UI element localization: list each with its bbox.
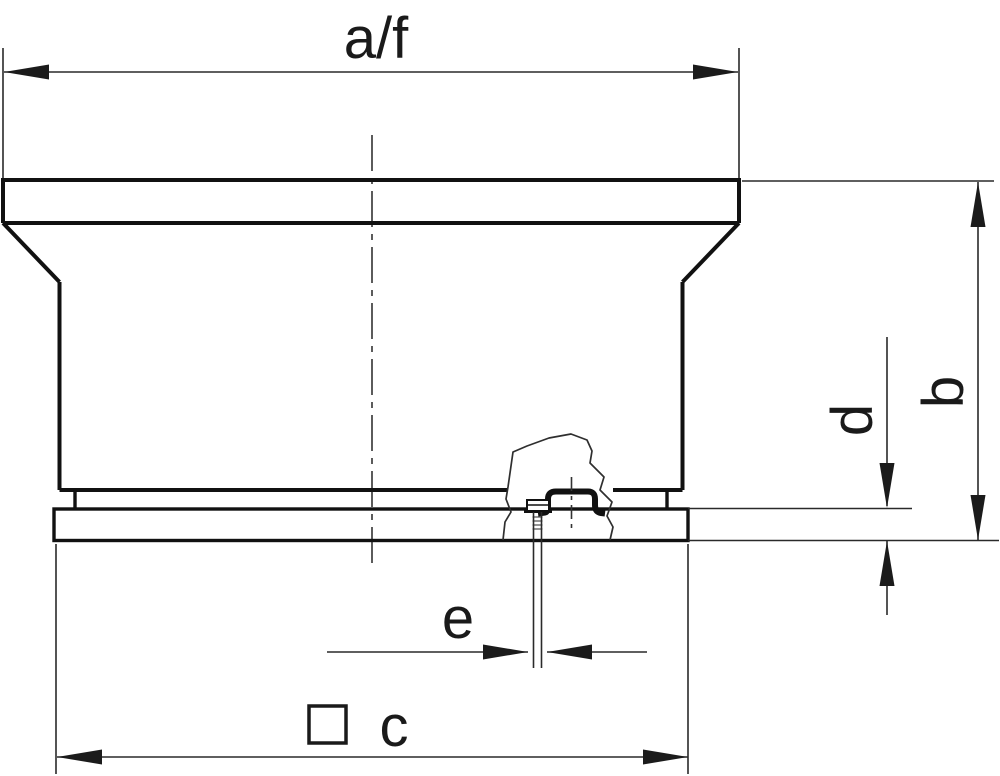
dim-label-e: e <box>442 586 474 651</box>
left-shoulder <box>1 221 61 284</box>
dimension-c: c <box>55 544 689 774</box>
dim-label-af: a/f <box>344 6 409 71</box>
af-arrow-left <box>4 64 49 80</box>
dim-label-d: d <box>820 404 885 436</box>
square-symbol <box>307 704 348 745</box>
casing-outline <box>1 178 741 509</box>
dim-label-b: b <box>911 376 976 408</box>
c-arrow-left <box>57 749 102 765</box>
e-arrow-right-pointing <box>483 644 528 660</box>
d-arrow-up <box>879 541 895 586</box>
top-flange <box>1 178 741 223</box>
e-arrow-left-pointing <box>547 644 592 660</box>
b-arrow-top <box>970 182 986 227</box>
fixing-screw <box>524 499 552 668</box>
dimension-d: d <box>688 337 912 615</box>
dimension-e: e <box>327 586 647 660</box>
tear-outline <box>502 433 614 541</box>
b-arrow-bottom <box>970 495 986 540</box>
d-arrow-down <box>879 463 895 508</box>
breakout-detail <box>502 433 614 668</box>
dim-label-c: c <box>380 694 409 759</box>
right-shoulder <box>681 221 741 284</box>
dimension-b: b <box>688 180 999 542</box>
screw-threads <box>532 516 543 530</box>
dimension-af: a/f <box>2 6 740 178</box>
base-plate <box>52 507 690 543</box>
c-arrow-right <box>643 749 688 765</box>
af-arrow-right <box>693 64 738 80</box>
